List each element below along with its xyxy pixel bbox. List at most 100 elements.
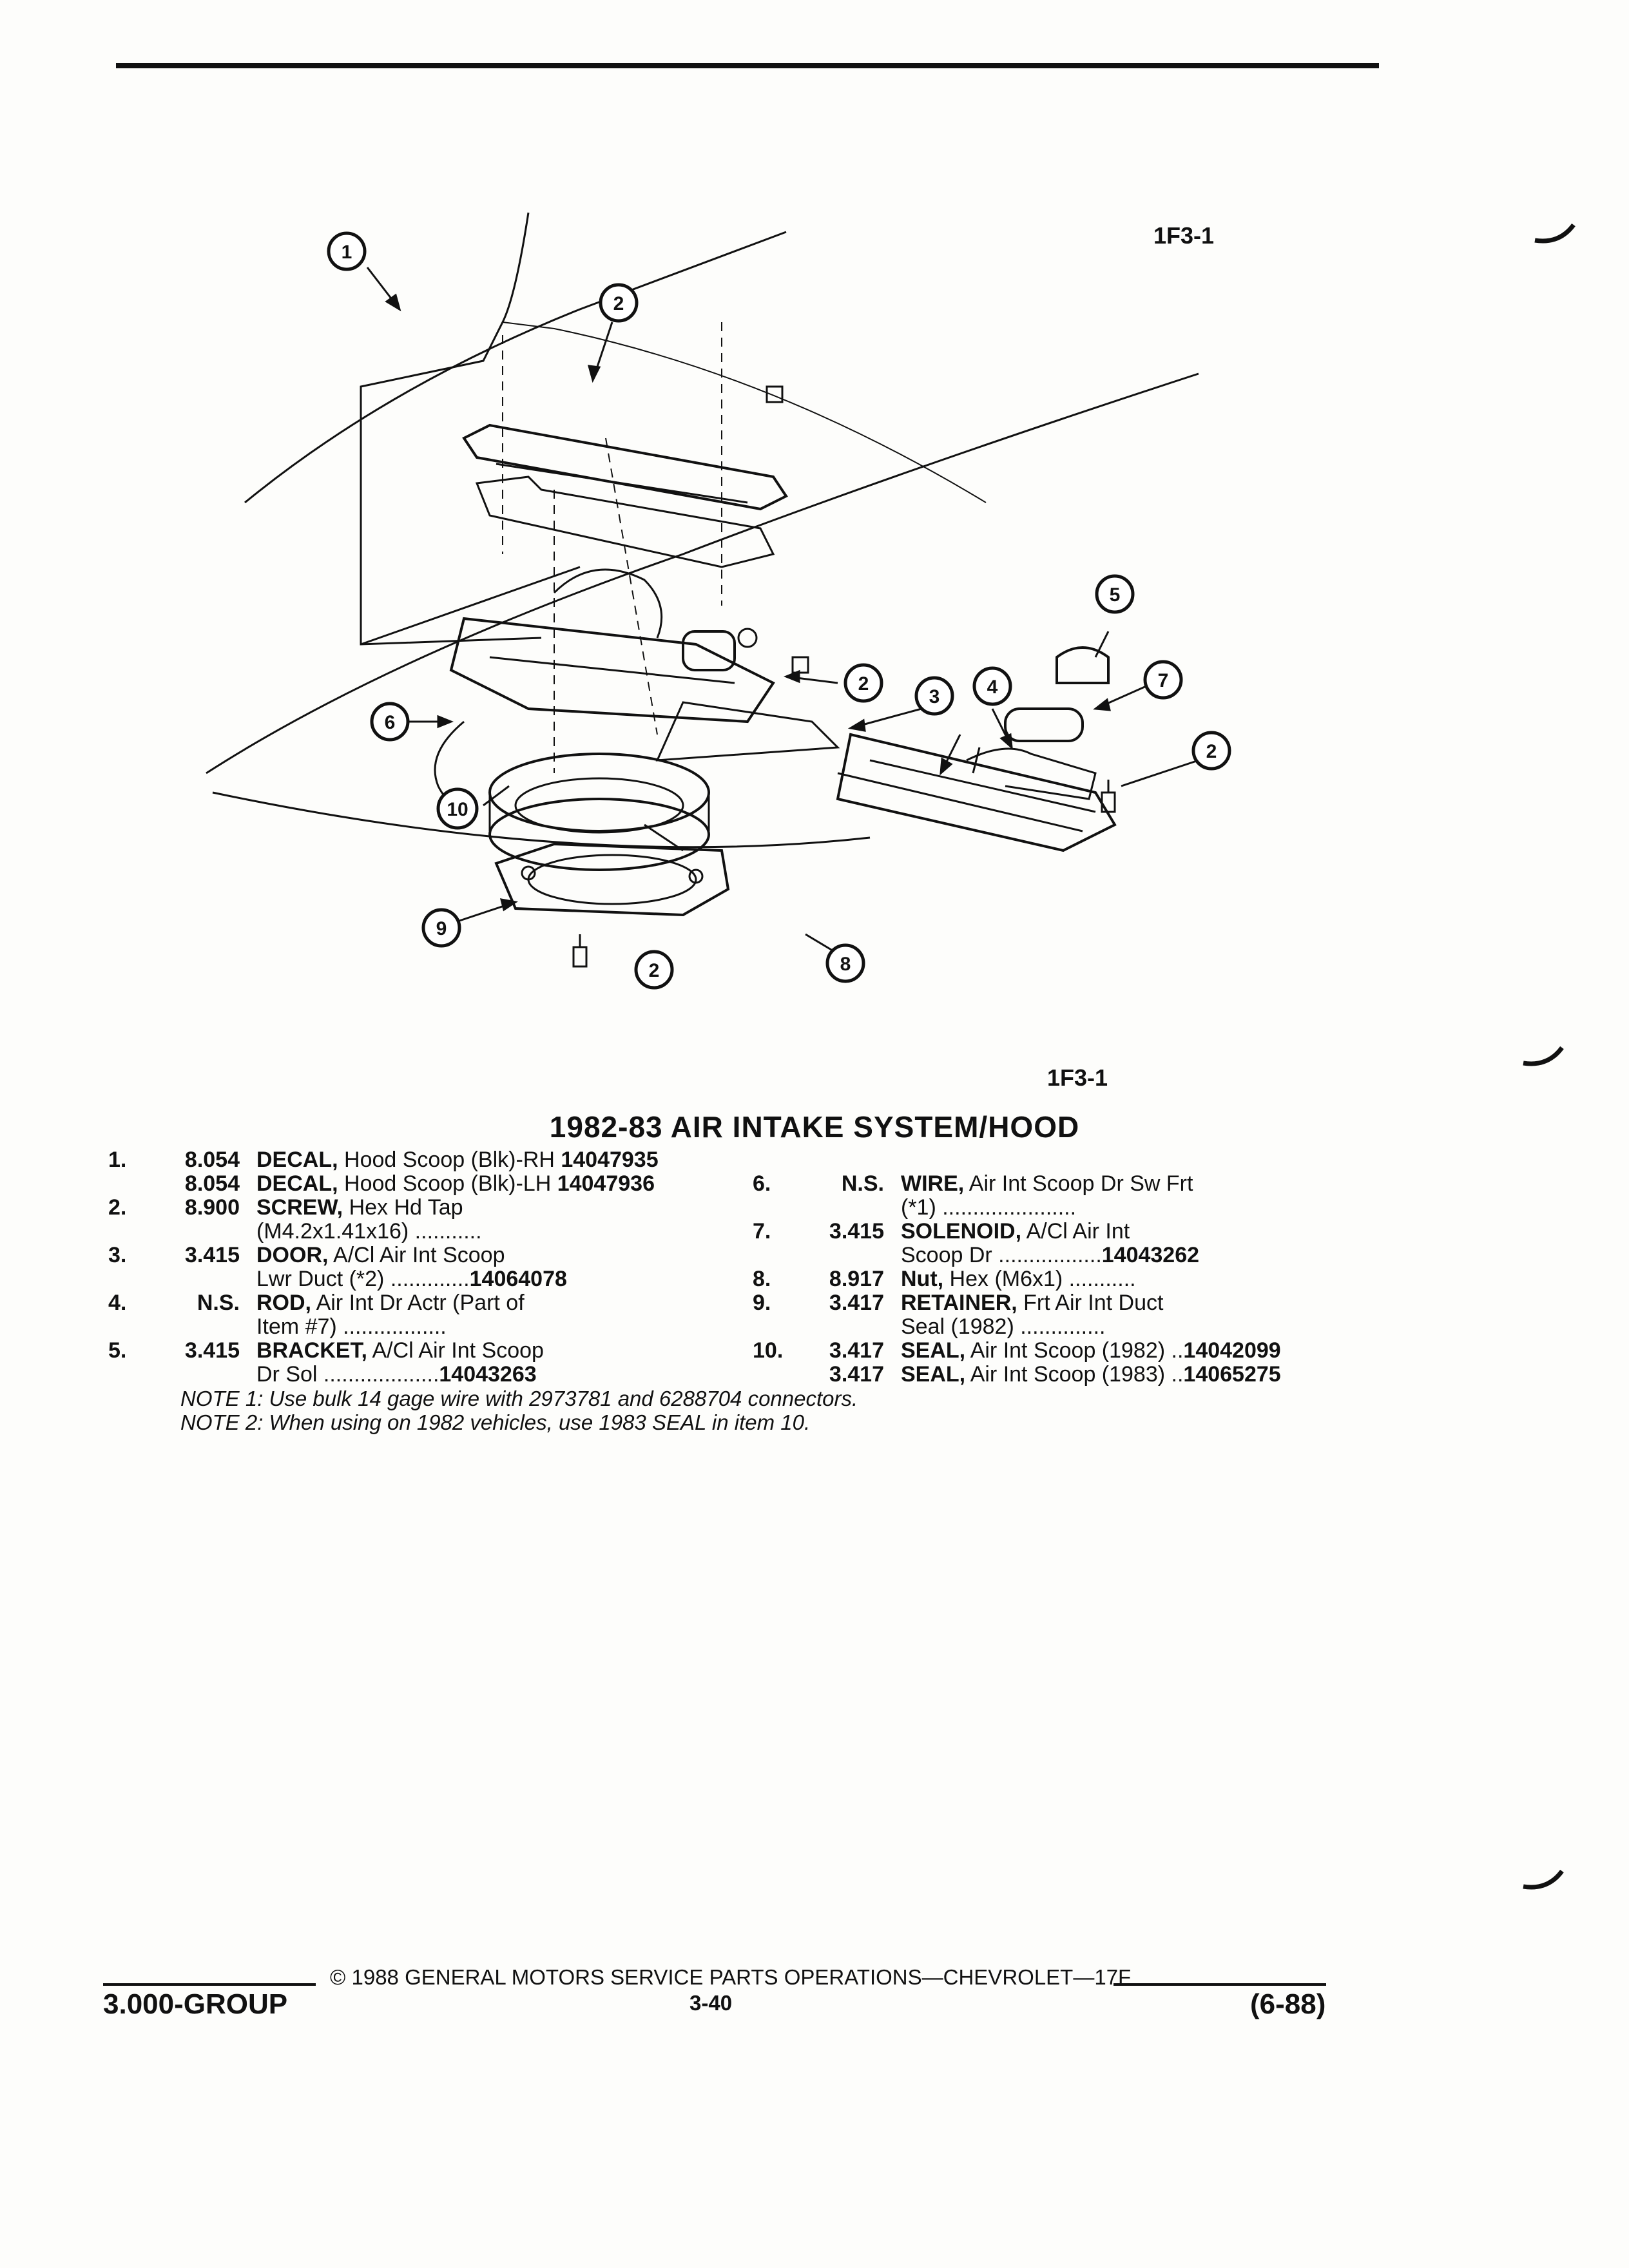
note-2: NOTE 2: When using on 1982 vehicles, use… — [180, 1410, 811, 1434]
part-name: SEAL, — [901, 1338, 966, 1363]
part-number: 14047936 — [557, 1171, 655, 1196]
svg-text:6: 6 — [385, 712, 396, 733]
item-description: SEAL, Air Int Scoop (1983) ..14065275 — [901, 1363, 1397, 1387]
svg-text:2: 2 — [649, 960, 660, 981]
svg-text:2: 2 — [858, 673, 869, 695]
group-number: 3.415 — [829, 1219, 884, 1244]
group-number — [160, 1315, 256, 1339]
item-number: 2. — [108, 1195, 127, 1220]
item-number: 8. — [753, 1267, 771, 1291]
item-description: Nut, Hex (M6x1) ........... — [901, 1267, 1397, 1291]
part-number: 14065275 — [1183, 1362, 1281, 1387]
part-desc: A/Cl Air Int — [1021, 1219, 1130, 1244]
item-description: SCREW, Hex Hd Tap — [256, 1196, 753, 1220]
item-number: 1. — [108, 1148, 127, 1172]
svg-text:1: 1 — [342, 242, 352, 263]
item-number: 7. — [753, 1219, 771, 1244]
part-number: 14043263 — [439, 1362, 537, 1387]
parts-list-row: 4. N.S. ROD, Air Int Dr Actr (Part of — [108, 1291, 753, 1315]
part-desc: (*1) ...................... — [901, 1195, 1077, 1220]
item-description: (M4.2x1.41x16) ........... — [256, 1220, 753, 1244]
item-description: ROD, Air Int Dr Actr (Part of — [256, 1291, 753, 1315]
notes: NOTE 1: Use bulk 14 gage wire with 29737… — [180, 1387, 858, 1434]
footer-rule-right — [1113, 1983, 1326, 1986]
figure-code-bottom: 1F3-1 — [1047, 1064, 1108, 1091]
exploded-parts-diagram: 1 2 2 2 2 3 4 5 6 7 8 9 10 — [206, 212, 1231, 990]
svg-text:2: 2 — [613, 293, 624, 314]
group-number — [160, 1220, 256, 1244]
group-number: 8.900 — [184, 1195, 240, 1220]
item-number — [753, 1196, 804, 1220]
item-description: Scoop Dr .................14043262 — [901, 1244, 1397, 1267]
part-name: SOLENOID, — [901, 1219, 1022, 1244]
part-name: SCREW, — [256, 1195, 343, 1220]
parts-list-row: Dr Sol ...................14043263 — [108, 1363, 753, 1387]
parts-list-right: 6.N.S.WIRE, Air Int Scoop Dr Sw Frt(*1) … — [753, 1172, 1397, 1387]
parts-list-row: Seal (1982) .............. — [753, 1315, 1397, 1339]
svg-text:8: 8 — [840, 954, 851, 975]
item-number: 6. — [753, 1171, 771, 1196]
group-number — [804, 1244, 901, 1267]
item-description: SOLENOID, A/Cl Air Int — [901, 1220, 1397, 1244]
part-name: ROD, — [256, 1291, 311, 1315]
footer-group: 3.000-GROUP — [103, 1988, 288, 2020]
footer-rule-left — [103, 1983, 316, 1986]
item-number — [753, 1315, 804, 1339]
part-number: 14043262 — [1101, 1243, 1200, 1267]
parts-list-row: 2. 8.900 SCREW, Hex Hd Tap — [108, 1196, 753, 1220]
parts-list-row: 8. 8.917 Nut, Hex (M6x1) ........... — [753, 1267, 1397, 1291]
parts-list-row: 7. 3.415 SOLENOID, A/Cl Air Int — [753, 1220, 1397, 1244]
item-description: DECAL, Hood Scoop (Blk)-RH 14047935 — [256, 1148, 753, 1172]
part-desc: Dr Sol ................... — [256, 1362, 439, 1387]
part-name: DECAL, — [256, 1148, 338, 1172]
parts-list-row: (M4.2x1.41x16) ........... — [108, 1220, 753, 1244]
group-number: 8.917 — [829, 1267, 884, 1291]
page-title: 1982-83 AIR INTAKE SYSTEM/HOOD — [549, 1110, 1080, 1144]
part-desc: Hood Scoop (Blk)-RH — [338, 1148, 561, 1172]
part-desc: Air Int Scoop (1982) .. — [965, 1338, 1184, 1363]
item-number — [108, 1267, 160, 1291]
item-number: 9. — [753, 1291, 771, 1315]
part-number: 14064078 — [469, 1267, 567, 1291]
parts-list-row: 3.417 SEAL, Air Int Scoop (1983) ..140652… — [753, 1363, 1397, 1387]
group-number — [804, 1315, 901, 1339]
item-description: DOOR, A/Cl Air Int Scoop — [256, 1244, 753, 1267]
item-description: Dr Sol ...................14043263 — [256, 1363, 753, 1387]
group-number — [160, 1363, 256, 1387]
part-desc: Seal (1982) .............. — [901, 1314, 1106, 1339]
group-number: N.S. — [841, 1171, 884, 1196]
part-desc: Air Int Scoop (1983) .. — [965, 1362, 1184, 1387]
parts-list-row: 3. 3.415 DOOR, A/Cl Air Int Scoop — [108, 1244, 753, 1267]
part-name: BRACKET, — [256, 1338, 367, 1363]
group-number: 3.417 — [829, 1338, 884, 1363]
item-description: RETAINER, Frt Air Int Duct — [901, 1291, 1397, 1315]
svg-text:2: 2 — [1206, 741, 1217, 762]
part-desc: Lwr Duct (*2) ............. — [256, 1267, 470, 1291]
item-description: Seal (1982) .............. — [901, 1315, 1397, 1339]
parts-list-row: Scoop Dr .................14043262 — [753, 1244, 1397, 1267]
group-number: 3.417 — [829, 1362, 884, 1387]
item-number: 3. — [108, 1243, 127, 1267]
svg-text:3: 3 — [929, 686, 940, 707]
item-description: Lwr Duct (*2) .............14064078 — [256, 1267, 753, 1291]
part-name: WIRE, — [901, 1171, 965, 1196]
group-number: N.S. — [197, 1291, 240, 1315]
item-number — [108, 1220, 160, 1244]
parts-list-row: 6.N.S.WIRE, Air Int Scoop Dr Sw Frt — [753, 1172, 1397, 1196]
footer-date: (6-88) — [1250, 1988, 1326, 2020]
footer-page-number: 3-40 — [689, 1991, 733, 2015]
crop-mark — [1523, 1869, 1564, 1890]
svg-text:4: 4 — [987, 677, 998, 698]
item-number: 4. — [108, 1291, 127, 1315]
parts-list-row: Lwr Duct (*2) .............14064078 — [108, 1267, 753, 1291]
part-desc: (M4.2x1.41x16) ........... — [256, 1219, 482, 1244]
part-name: DECAL, — [256, 1171, 338, 1196]
part-desc: Frt Air Int Duct — [1017, 1291, 1164, 1315]
footer-copyright: © 1988 GENERAL MOTORS SERVICE PARTS OPER… — [330, 1965, 1132, 1989]
part-name: Nut, — [901, 1267, 944, 1291]
group-number: 3.415 — [184, 1243, 240, 1267]
item-number — [108, 1172, 160, 1196]
